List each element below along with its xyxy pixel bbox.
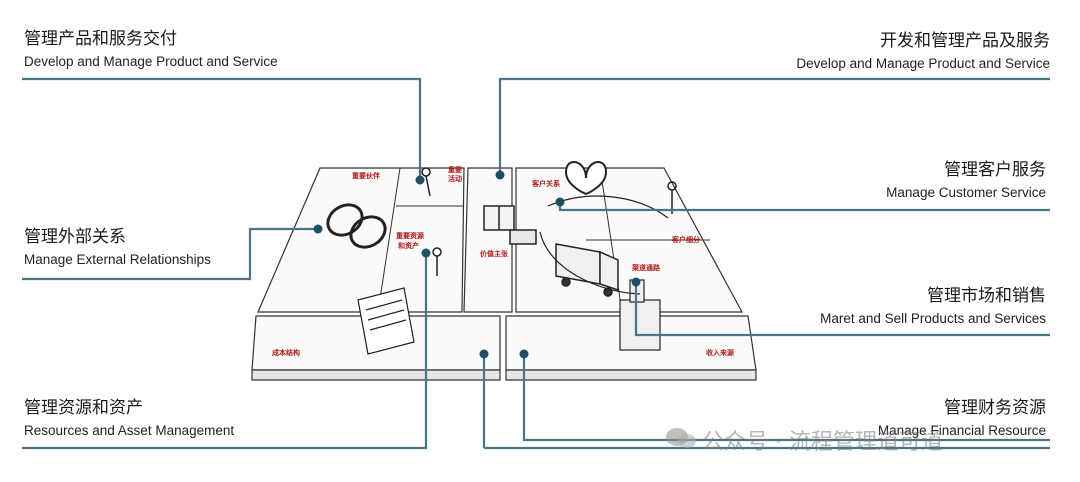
customer-relationships-text: 客户关系 — [531, 179, 560, 188]
watermark-text: 公众号 · 流程管理道可道 — [702, 430, 943, 455]
label-zh: 管理外部关系 — [24, 227, 126, 247]
chain-rings-illustration — [326, 203, 387, 249]
customer-segments-text: 客户细分 — [671, 235, 700, 244]
connector-mr2 — [634, 282, 1050, 337]
connector-dots — [313, 170, 641, 359]
key-partners-text: 重要伙伴 — [352, 171, 380, 180]
connector-ml — [22, 227, 318, 281]
heart-illustration — [564, 161, 608, 196]
label-financial-resource: 管理财务资源 Manage Financial Resource — [877, 398, 1046, 438]
connector-bl — [22, 253, 428, 450]
connector-tr — [498, 77, 1050, 175]
cost-structure-text: 成本结构 — [272, 348, 300, 357]
label-manage-product-delivery: 管理产品和服务交付 Develop and Manage Product and… — [24, 29, 278, 69]
key-resources-text: 重要资源和资产 — [396, 231, 424, 250]
label-marketing-sales: 管理市场和销售 Maret and Sell Products and Serv… — [820, 286, 1046, 326]
truck-illustration — [555, 243, 619, 297]
connector-br — [522, 354, 1050, 442]
label-zh: 管理财务资源 — [944, 398, 1046, 418]
label-develop-product-service: 开发和管理产品及服务 Develop and Manage Product an… — [796, 31, 1050, 71]
label-zh: 管理产品和服务交付 — [24, 29, 177, 49]
label-en: Resources and Asset Management — [24, 422, 235, 438]
label-en: Manage External Relationships — [24, 251, 211, 267]
connector-tl — [22, 77, 422, 180]
label-resources-assets: 管理资源和资产 Resources and Asset Management — [24, 398, 235, 438]
label-zh: 管理市场和销售 — [927, 286, 1046, 306]
label-zh: 管理客户服务 — [944, 160, 1046, 180]
value-prop-text: 价值主张 — [480, 249, 509, 258]
wechat-icon — [666, 428, 696, 448]
label-zh: 管理资源和资产 — [24, 398, 143, 418]
left-panel — [257, 167, 465, 313]
label-external-relationships: 管理外部关系 Manage External Relationships — [24, 227, 211, 267]
key-activities-text: 重要活动 — [448, 165, 462, 183]
label-en: Maret and Sell Products and Services — [820, 310, 1046, 326]
label-en: Manage Financial Resource — [877, 422, 1046, 438]
value-panel — [463, 167, 513, 313]
label-en: Develop and Manage Product and Service — [796, 55, 1050, 71]
label-customer-service: 管理客户服务 Manage Customer Service — [886, 160, 1046, 200]
label-en: Develop and Manage Product and Service — [24, 53, 278, 69]
gift-box-illustration — [483, 205, 537, 245]
channels-text: 渠道通路 — [631, 263, 661, 272]
revenue-streams-text: 收入来源 — [706, 348, 734, 357]
canvas-dividers — [377, 167, 710, 313]
label-zh: 开发和管理产品及服务 — [880, 31, 1050, 51]
canvas-board — [251, 167, 757, 381]
document-illustration — [357, 287, 415, 355]
label-en: Manage Customer Service — [886, 184, 1046, 200]
